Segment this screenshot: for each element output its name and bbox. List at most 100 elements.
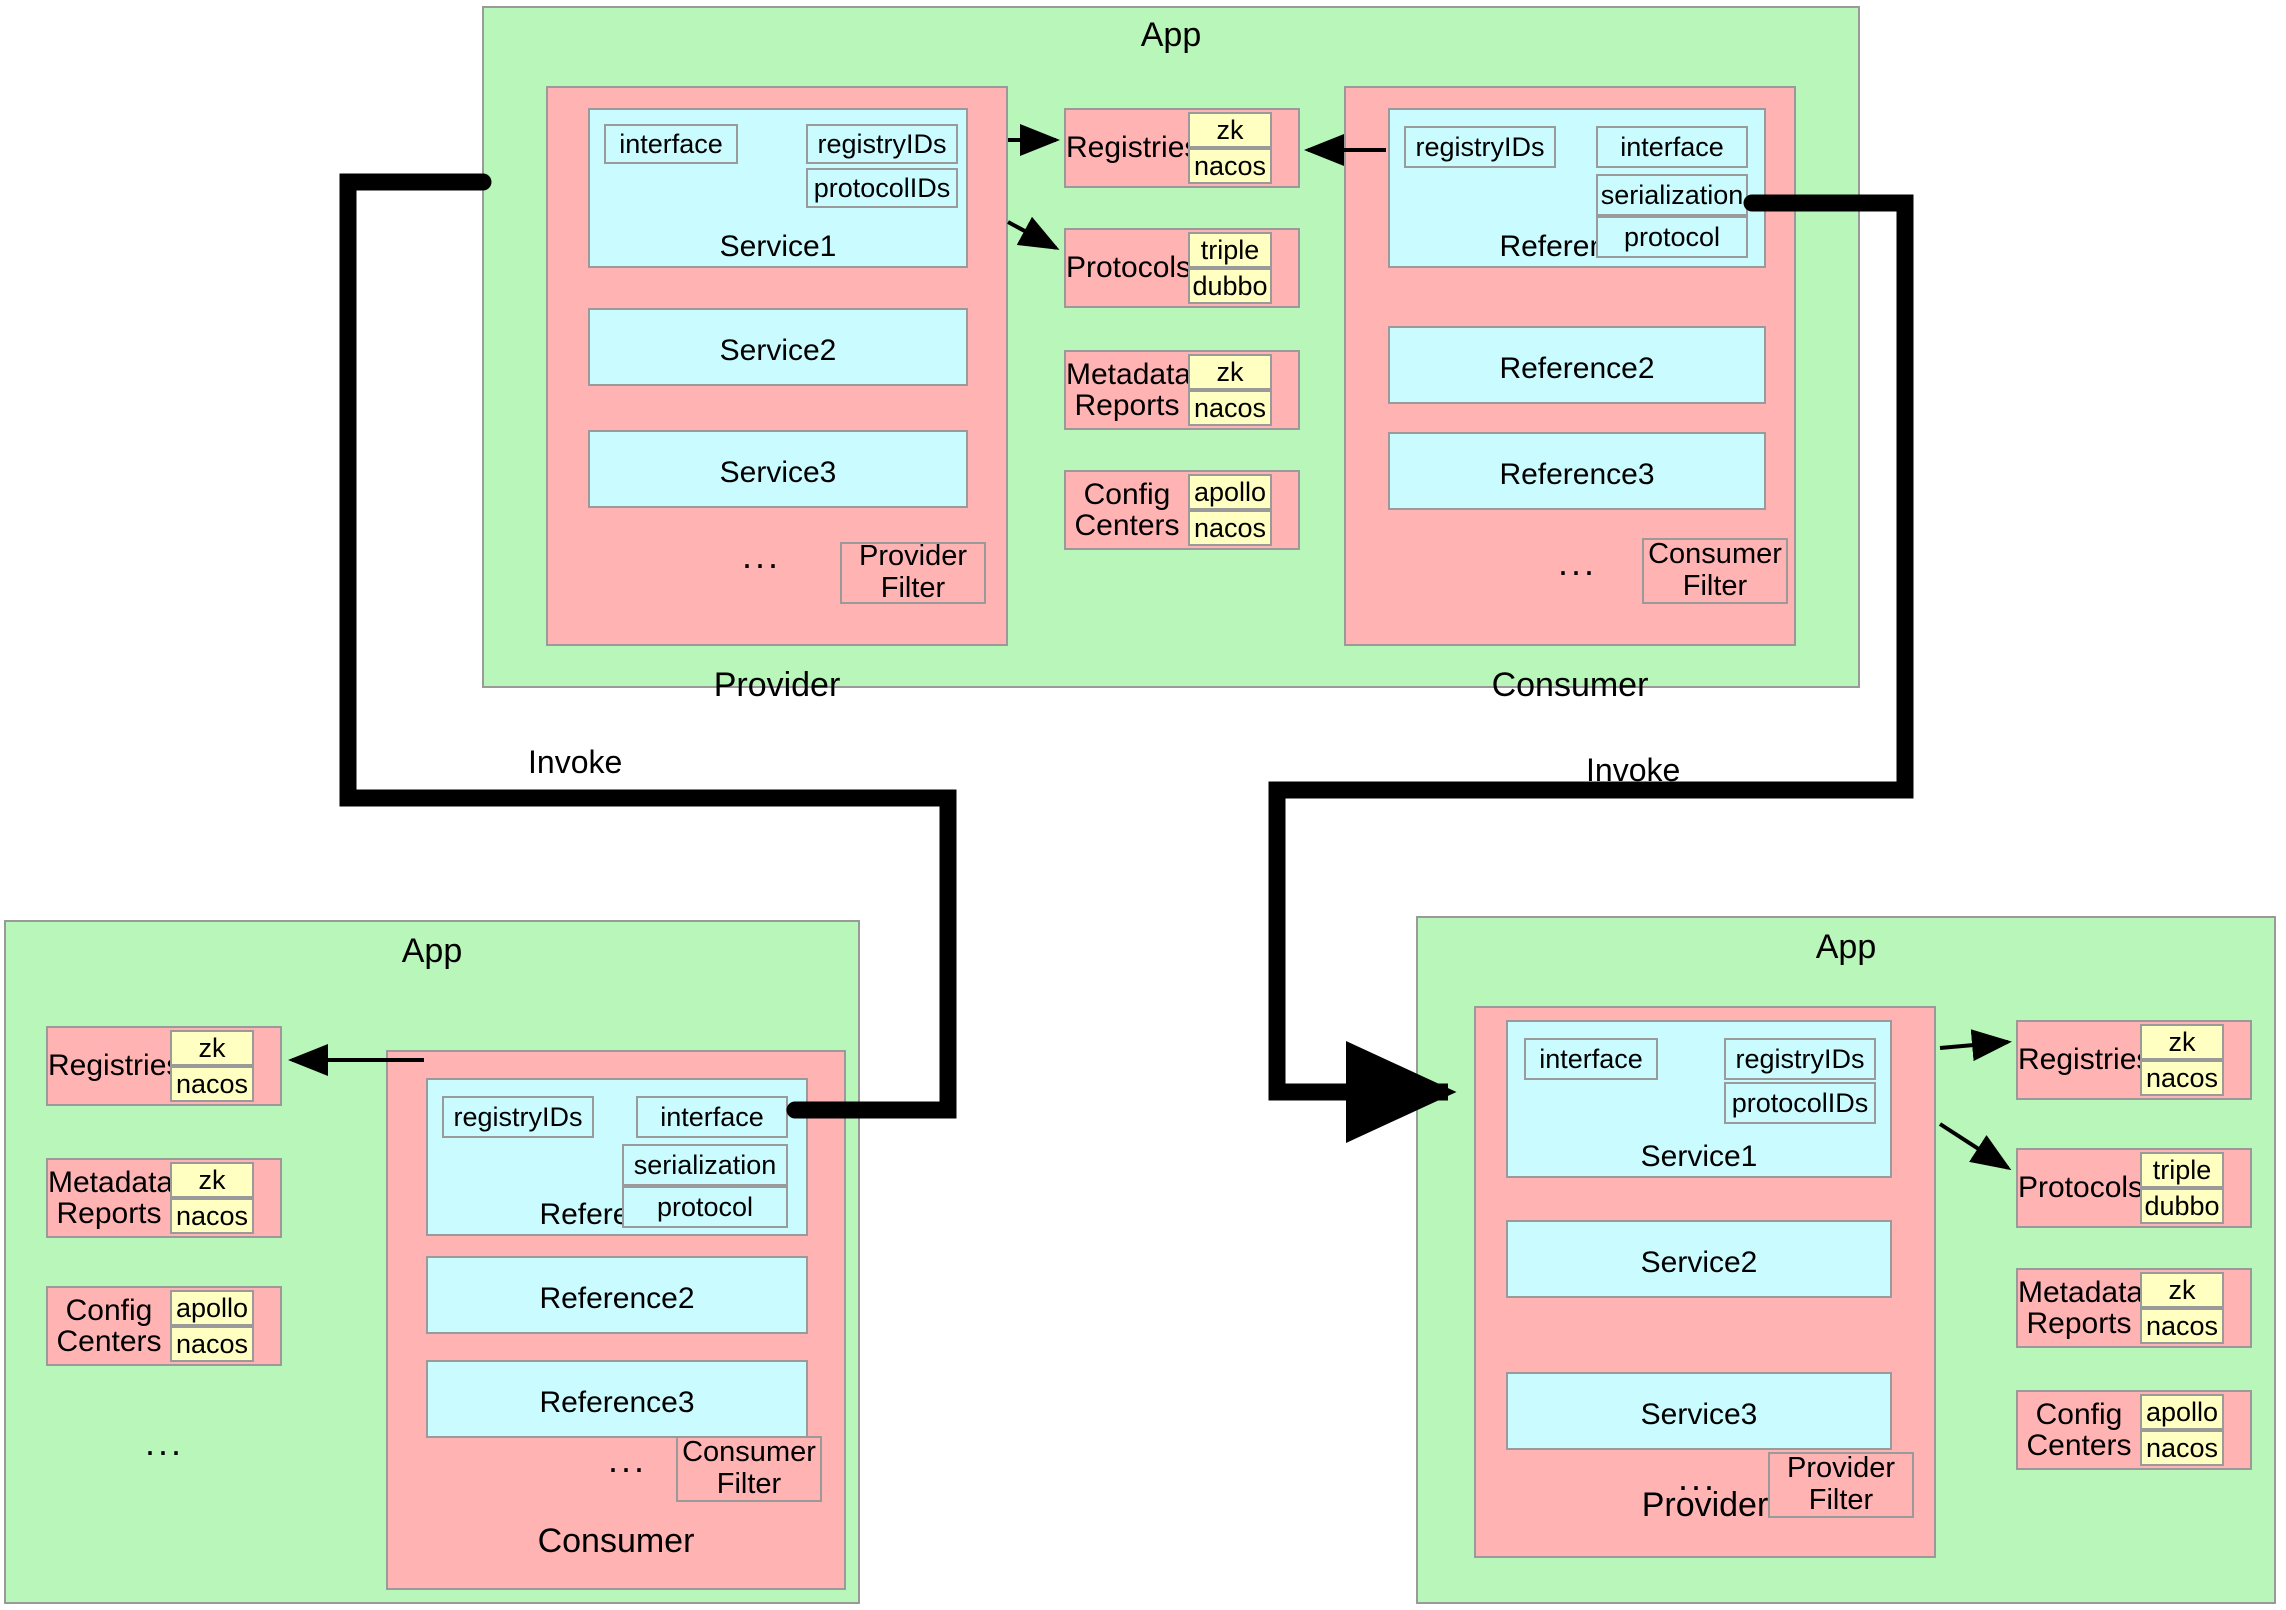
metadata-reports-label-line2-top: Reports: [1074, 389, 1180, 422]
config-centers-value-apollo-bottom-left: apollo: [170, 1290, 254, 1326]
protocols-label-top: Protocols: [1066, 251, 1192, 285]
attr-serialization-top-consumer: serialization: [1596, 174, 1748, 216]
registries-values-bottom-left: zk nacos: [170, 1030, 254, 1102]
service2-box-top: Service2: [588, 308, 968, 386]
protocols-label-bottom-right: Protocols: [2018, 1171, 2144, 1205]
config-centers-label-bottom-left: Config Centers: [48, 1293, 170, 1358]
config-centers-value-nacos-top: nacos: [1188, 510, 1272, 546]
registries-label-top: Registries: [1066, 131, 1200, 165]
registries-box-bottom-left: Registries zk nacos: [46, 1026, 282, 1106]
registries-box-bottom-right: Registries zk nacos: [2016, 1020, 2252, 1100]
attr-protocolids-top-provider: protocolIDs: [806, 168, 958, 208]
service3-box-top: Service3: [588, 430, 968, 508]
metadata-reports-box-top: Metadata Reports zk nacos: [1064, 350, 1300, 430]
config-centers-values-bottom-left: apollo nacos: [170, 1290, 254, 1362]
consumer-filter-line2-top: Filter: [1682, 570, 1748, 602]
config-centers-label-line2-bottom-right: Centers: [2026, 1429, 2132, 1462]
metadata-reports-label-line1-top: Metadata: [1066, 357, 1192, 391]
config-centers-value-nacos-bottom-right: nacos: [2140, 1430, 2224, 1466]
registries-value-zk-bottom-right: zk: [2140, 1024, 2224, 1060]
attr-interface-bottom-left: interface: [636, 1096, 788, 1138]
attr-registryids-bottom-left: registryIDs: [442, 1096, 594, 1138]
config-centers-label-line1-top: Config: [1083, 477, 1171, 511]
invoke-label-right: Invoke: [1586, 752, 1681, 788]
protocols-box-bottom-right: Protocols triple dubbo: [2016, 1148, 2252, 1228]
registries-box-top: Registries zk nacos: [1064, 108, 1300, 188]
config-centers-values-top: apollo nacos: [1188, 474, 1272, 546]
attr-registryids-bottom-right: registryIDs: [1724, 1038, 1876, 1080]
config-centers-value-apollo-bottom-right: apollo: [2140, 1394, 2224, 1430]
config-centers-box-top: Config Centers apollo nacos: [1064, 470, 1300, 550]
provider-filter-line1-bottom-right: Provider: [1787, 1452, 1895, 1485]
registries-value-nacos-bottom-right: nacos: [2140, 1060, 2224, 1096]
config-centers-box-bottom-left: Config Centers apollo nacos: [46, 1286, 282, 1366]
reference2-label-top: Reference2: [1499, 352, 1655, 385]
consumer-filter-top: Consumer Filter: [1642, 538, 1788, 604]
metadata-reports-value-zk-top: zk: [1188, 354, 1272, 390]
registries-value-nacos-top: nacos: [1188, 148, 1272, 184]
reference2-box-bottom-left: Reference2: [426, 1256, 808, 1334]
consumer-ellipsis-top: ...: [1558, 542, 1598, 583]
reference3-label-top: Reference3: [1499, 458, 1655, 491]
app-title-top: App: [1140, 16, 1202, 54]
config-centers-values-bottom-right: apollo nacos: [2140, 1394, 2224, 1466]
config-centers-label-bottom-right: Config Centers: [2018, 1397, 2140, 1462]
attr-protocolids-bottom-right: protocolIDs: [1724, 1082, 1876, 1124]
config-centers-label-line2-bottom-left: Centers: [56, 1325, 162, 1358]
registries-values-top: zk nacos: [1188, 112, 1272, 184]
reference3-box-bottom-left: Reference3: [426, 1360, 808, 1438]
service2-box-bottom-right: Service2: [1506, 1220, 1892, 1298]
protocols-box-top: Protocols triple dubbo: [1064, 228, 1300, 308]
metadata-reports-label-line2-bottom-left: Reports: [56, 1197, 162, 1230]
consumer-label-top: Consumer: [1491, 666, 1649, 704]
invoke-label-left: Invoke: [528, 744, 623, 780]
config-centers-value-nacos-bottom-left: nacos: [170, 1326, 254, 1362]
reference3-label-bottom-left: Reference3: [539, 1386, 695, 1419]
metadata-reports-value-nacos-top: nacos: [1188, 390, 1272, 426]
service2-label-top: Service2: [719, 334, 837, 367]
metadata-reports-label-line2-bottom-right: Reports: [2026, 1307, 2132, 1340]
attr-protocol-bottom-left: protocol: [622, 1186, 788, 1228]
metadata-reports-value-zk-bottom-right: zk: [2140, 1272, 2224, 1308]
provider-ellipsis-bottom-right: ...: [1678, 1457, 1718, 1498]
config-centers-value-apollo-top: apollo: [1188, 474, 1272, 510]
metadata-reports-box-bottom-right: Metadata Reports zk nacos: [2016, 1268, 2252, 1348]
consumer-filter-line2-bottom-left: Filter: [716, 1468, 782, 1500]
registries-label-bottom-right: Registries: [2018, 1043, 2152, 1077]
consumer-filter-bottom-left: Consumer Filter: [676, 1436, 822, 1502]
provider-ellipsis-top: ...: [742, 535, 782, 576]
metadata-reports-label-line1-bottom-right: Metadata: [2018, 1275, 2144, 1309]
attr-registryids-top-provider: registryIDs: [806, 124, 958, 164]
metadata-reports-label-bottom-left: Metadata Reports: [48, 1165, 174, 1230]
consumer-ellipsis-bottom-left: ...: [608, 1439, 648, 1480]
config-centers-label-line2-top: Centers: [1074, 509, 1180, 542]
config-centers-label-top: Config Centers: [1066, 477, 1188, 542]
protocols-value-dubbo-top: dubbo: [1188, 268, 1272, 304]
metadata-reports-label-top: Metadata Reports: [1066, 357, 1192, 422]
attr-interface-bottom-right: interface: [1524, 1038, 1658, 1080]
protocols-values-bottom-right: triple dubbo: [2140, 1152, 2224, 1224]
service3-label-bottom-right: Service3: [1640, 1398, 1758, 1431]
protocols-values-top: triple dubbo: [1188, 232, 1272, 304]
service3-label-top: Service3: [719, 456, 837, 489]
metadata-reports-value-nacos-bottom-right: nacos: [2140, 1308, 2224, 1344]
metadata-reports-label-line1-bottom-left: Metadata: [48, 1165, 174, 1199]
config-centers-box-bottom-right: Config Centers apollo nacos: [2016, 1390, 2252, 1470]
provider-label-bottom-right: Provider: [1641, 1486, 1769, 1524]
config-centers-label-line1-bottom-right: Config: [2035, 1397, 2123, 1431]
provider-label-top: Provider: [713, 666, 841, 704]
service1-label-bottom-right: Service1: [1640, 1140, 1758, 1173]
metadata-reports-values-top: zk nacos: [1188, 354, 1272, 426]
config-centers-label-line1-bottom-left: Config: [65, 1293, 153, 1327]
protocols-value-triple-bottom-right: triple: [2140, 1152, 2224, 1188]
provider-filter-bottom-right: Provider Filter: [1768, 1452, 1914, 1518]
protocols-value-triple-top: triple: [1188, 232, 1272, 268]
protocols-value-dubbo-bottom-right: dubbo: [2140, 1188, 2224, 1224]
reference2-label-bottom-left: Reference2: [539, 1282, 695, 1315]
registries-values-bottom-right: zk nacos: [2140, 1024, 2224, 1096]
provider-filter-line1-top: Provider: [859, 540, 967, 573]
attr-registryids-top-consumer: registryIDs: [1404, 126, 1556, 168]
provider-filter-top: Provider Filter: [840, 540, 986, 604]
registries-value-zk-bottom-left: zk: [170, 1030, 254, 1066]
